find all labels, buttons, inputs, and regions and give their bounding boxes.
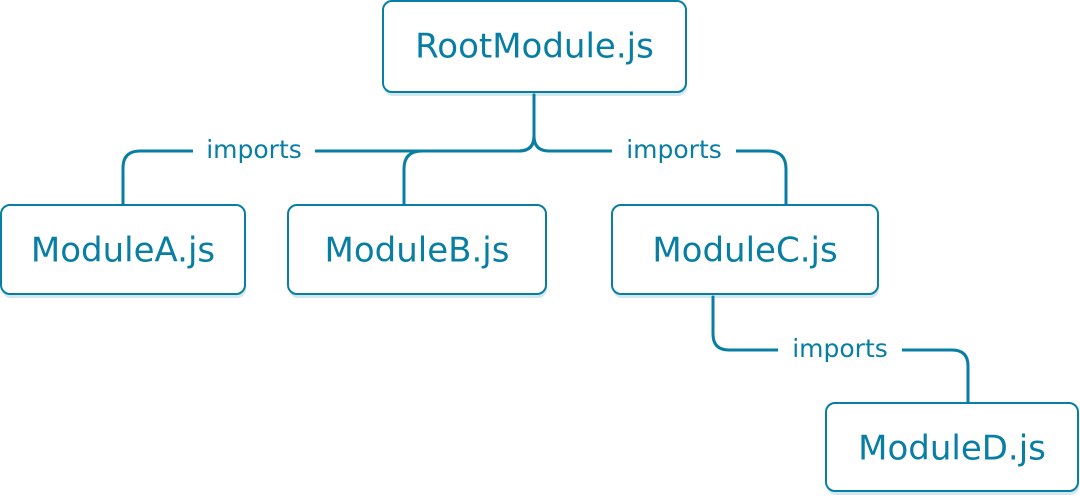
edge-label-bg-root-to-ab <box>193 136 315 166</box>
edge-label-bg-c-to-d <box>778 335 902 365</box>
node-c-label: ModuleC.js <box>652 231 837 271</box>
edge-label-c-to-d: imports <box>792 334 888 363</box>
node-d-label: ModuleD.js <box>858 429 1046 469</box>
edge-label-root-to-c: imports <box>626 135 722 164</box>
edge-root-to-b <box>402 93 536 206</box>
node-root-box <box>382 0 687 93</box>
node-a-label: ModuleA.js <box>31 231 215 271</box>
node-b-box <box>287 204 547 295</box>
node-c: ModuleC.js <box>611 204 879 298</box>
node-b-label: ModuleB.js <box>325 231 510 271</box>
node-d-box <box>825 402 1079 492</box>
node-b: ModuleB.js <box>287 204 547 298</box>
edge-label-bg-root-to-c <box>612 136 736 166</box>
node-d: ModuleD.js <box>825 402 1079 495</box>
node-a-box <box>0 204 246 295</box>
node-c-box <box>611 204 879 295</box>
edge-label-root-to-ab: imports <box>206 135 302 164</box>
edge-label-group: imports imports imports <box>193 135 902 365</box>
node-root: RootModule.js <box>382 0 687 96</box>
node-a: ModuleA.js <box>0 204 246 298</box>
node-root-label: RootModule.js <box>415 27 654 67</box>
